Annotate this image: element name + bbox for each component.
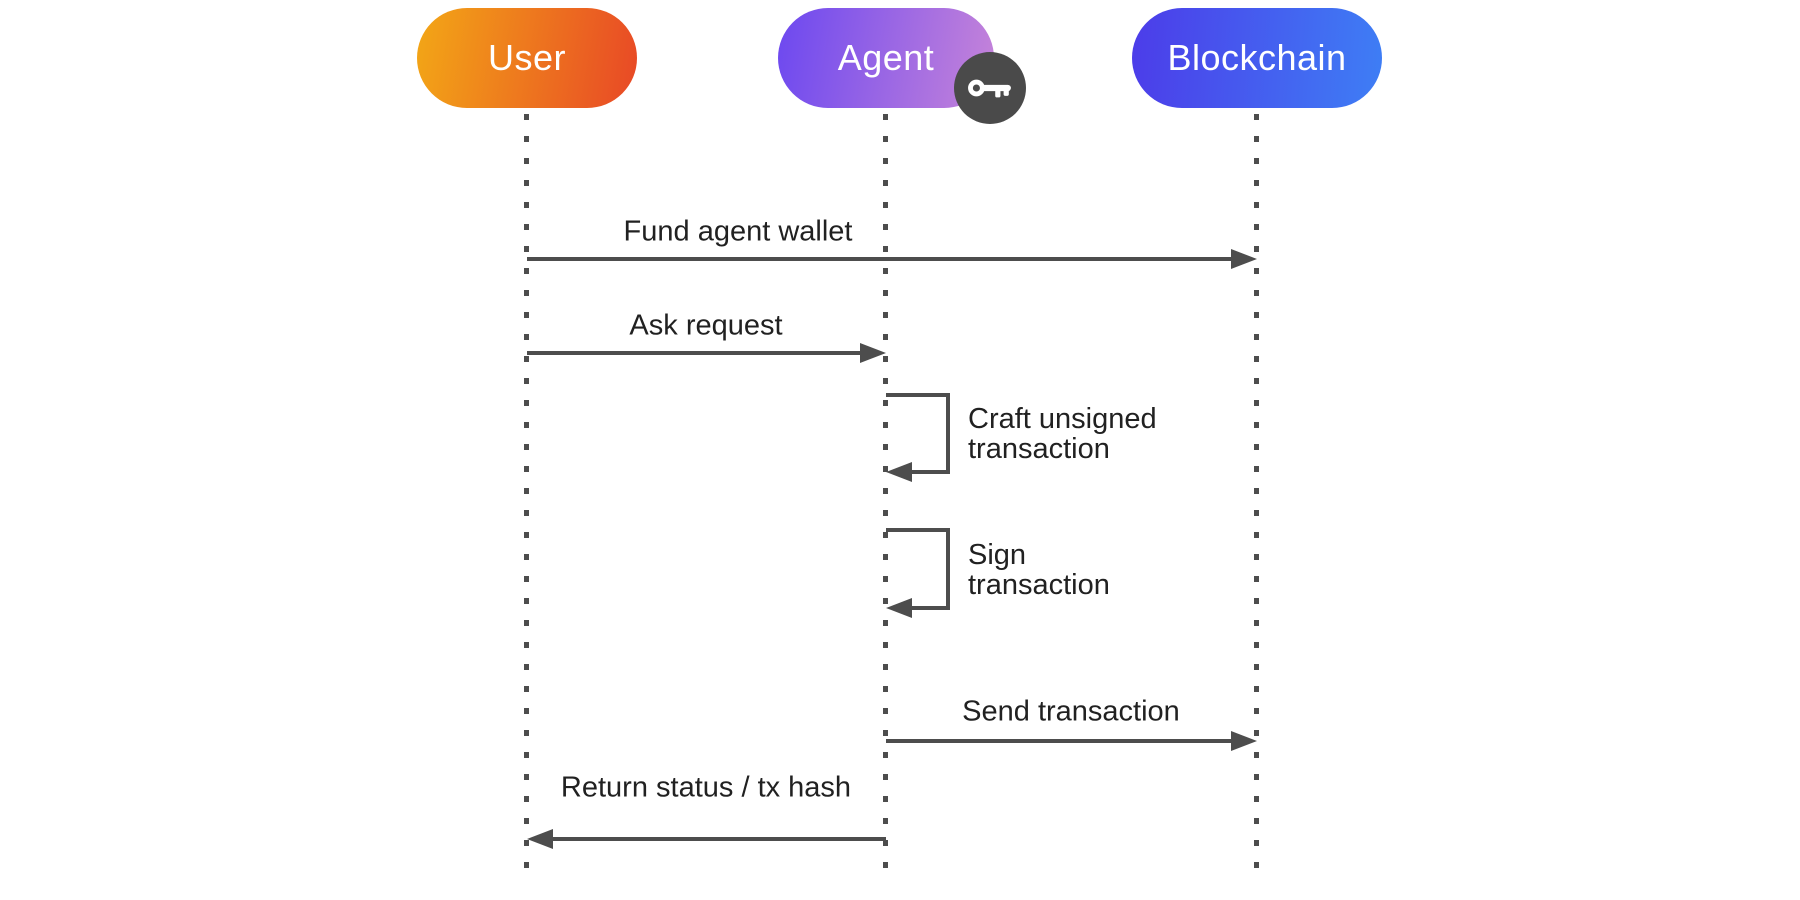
self-loop-top-line <box>886 528 950 532</box>
arrowhead-right-icon <box>1231 731 1257 751</box>
key-badge <box>954 52 1026 124</box>
message-label-craft-unsigned-transaction: Craft unsigned transaction <box>968 404 1157 464</box>
actor-label-blockchain: Blockchain <box>1167 37 1347 78</box>
message-label-line2: transaction <box>968 569 1110 601</box>
arrowhead-left-icon <box>886 598 912 618</box>
arrowhead-right-icon <box>860 343 886 363</box>
message-label-send-transaction: Send transaction <box>962 695 1180 728</box>
message-label-line1: Sign <box>968 539 1027 571</box>
message-line <box>527 257 1233 261</box>
message-line <box>527 351 860 355</box>
lifeline-agent <box>883 114 888 882</box>
actor-label-agent: Agent <box>837 37 935 78</box>
arrowhead-left-icon <box>886 462 912 482</box>
message-label-line2: transaction <box>968 433 1110 465</box>
actor-pill-blockchain: Blockchain <box>1132 8 1382 108</box>
self-loop-bottom-line <box>908 606 950 610</box>
self-loop-vertical-line <box>946 528 950 610</box>
message-label-sign-transaction: Sign transaction <box>968 540 1110 600</box>
self-loop-top-line <box>886 393 950 397</box>
actor-label-user: User <box>487 37 566 78</box>
lifeline-user <box>524 114 529 882</box>
message-label-return-status: Return status / tx hash <box>560 771 852 804</box>
key-icon <box>968 79 1011 98</box>
message-label-line1: Craft unsigned <box>968 403 1157 435</box>
arrowhead-right-icon <box>1231 249 1257 269</box>
self-loop-bottom-line <box>908 470 950 474</box>
actor-pill-user: User <box>417 8 637 108</box>
message-label-fund-agent-wallet: Fund agent wallet <box>623 215 853 248</box>
self-loop-vertical-line <box>946 393 950 474</box>
message-label-ask-request: Ask request <box>629 309 783 342</box>
arrowhead-left-icon <box>527 829 553 849</box>
message-line <box>886 739 1233 743</box>
lifeline-blockchain <box>1254 114 1259 882</box>
actor-pill-agent: Agent <box>778 8 994 108</box>
message-line <box>551 837 886 841</box>
